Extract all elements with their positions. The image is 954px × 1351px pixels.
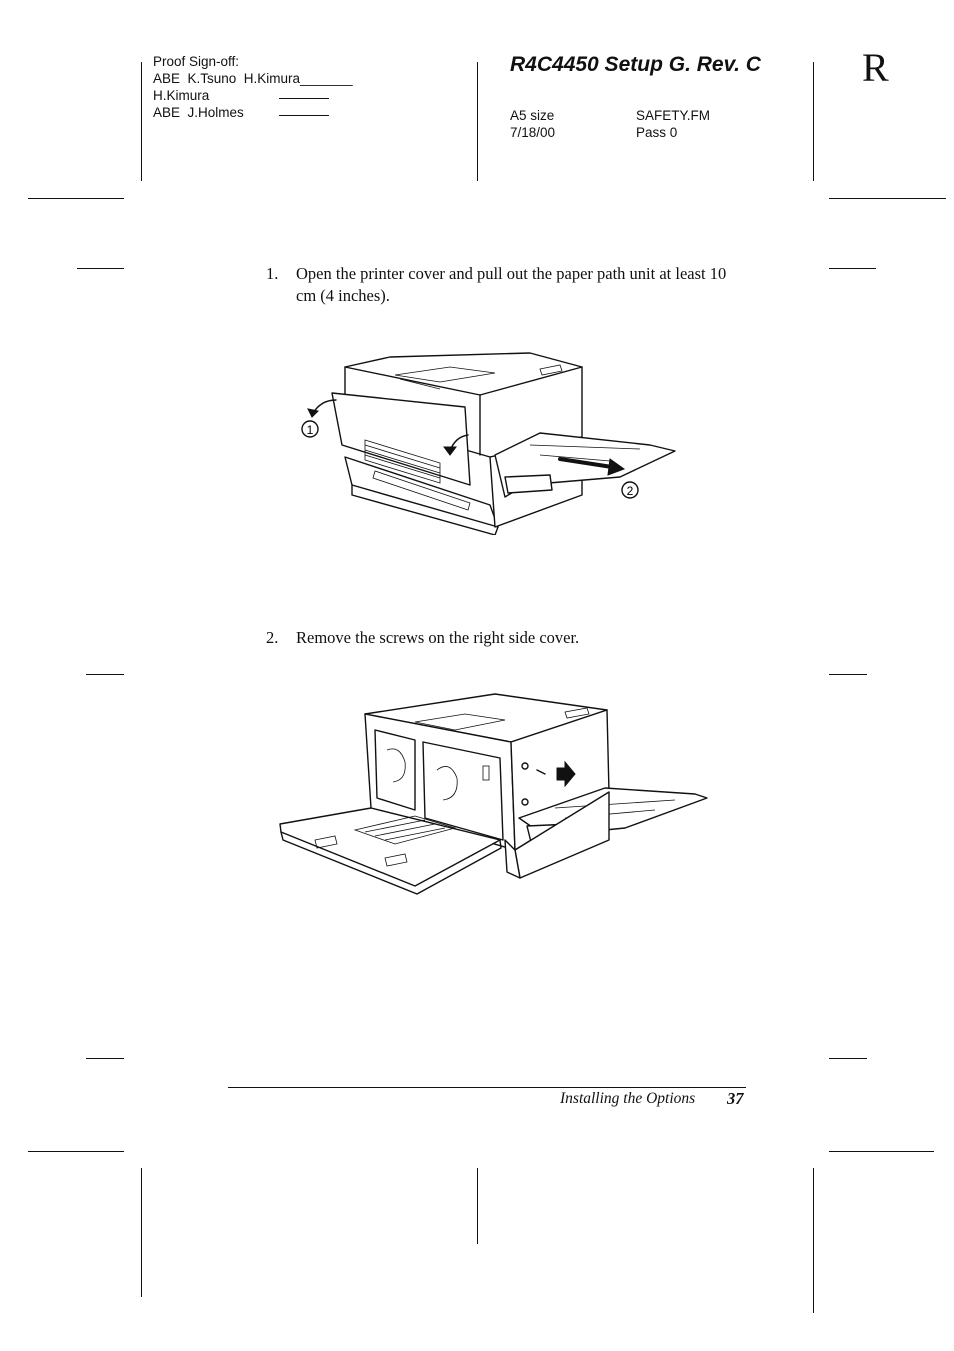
crop-mark	[829, 1058, 867, 1059]
crop-mark	[829, 674, 867, 675]
crop-mark	[86, 1058, 124, 1059]
proof-line: H.Kimura	[153, 88, 210, 103]
pass-number: Pass 0	[636, 125, 678, 140]
signature-blank	[279, 87, 329, 99]
file-name: SAFETY.FM	[636, 108, 711, 123]
callout-1: 1	[307, 423, 314, 437]
crop-mark	[477, 62, 478, 181]
crop-mark	[86, 674, 124, 675]
step-1: 1. Open the printer cover and pull out t…	[266, 263, 736, 307]
footer-section: Installing the Options	[560, 1090, 696, 1107]
crop-mark	[28, 1151, 124, 1152]
crop-mark	[829, 268, 876, 269]
proof-signoff: Proof Sign-off: ABE K.Tsuno H.Kimura____…	[153, 53, 353, 121]
step-text: Open the printer cover and pull out the …	[296, 264, 727, 305]
crop-mark	[829, 198, 946, 199]
screw-icon	[536, 769, 546, 775]
document-title: R4C4450 Setup G. Rev. C	[510, 53, 761, 76]
crop-mark	[77, 268, 124, 269]
paper-size: A5 size	[510, 108, 555, 123]
step-number: 2.	[266, 628, 279, 647]
proof-line: ABE K.Tsuno H.Kimura_______	[153, 71, 353, 86]
step-2: 2. Remove the screws on the right side c…	[266, 627, 736, 649]
crop-mark	[141, 1168, 142, 1297]
printer-open-illustration	[279, 693, 708, 895]
step-text: Remove the screws on the right side cove…	[296, 628, 580, 647]
callout-2: 2	[627, 484, 634, 498]
proof-line: ABE J.Holmes	[153, 105, 244, 120]
page-number: 37	[727, 1089, 744, 1108]
crop-mark	[477, 1168, 478, 1244]
arrow-right-icon	[556, 760, 576, 788]
proof-line: Proof Sign-off:	[153, 54, 240, 69]
proof-date: 7/18/00	[510, 125, 556, 140]
crop-mark	[28, 198, 124, 199]
crop-mark	[813, 62, 814, 181]
crop-mark	[813, 1168, 814, 1313]
crop-mark	[141, 62, 142, 181]
crop-mark	[829, 1151, 934, 1152]
step-number: 1.	[266, 264, 279, 283]
signature-blank	[279, 104, 329, 116]
pull-arrow-icon	[558, 457, 614, 469]
footer-rule	[228, 1087, 746, 1088]
corner-letter: R	[862, 45, 889, 90]
printer-illustration: 1 2	[301, 352, 676, 535]
